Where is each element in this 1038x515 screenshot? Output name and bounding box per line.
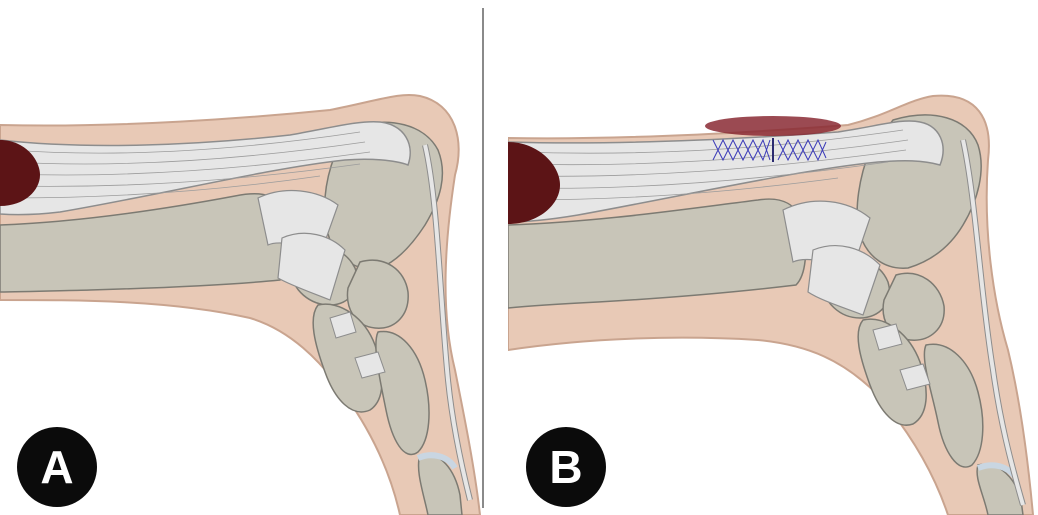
panel-label-a: A: [17, 427, 97, 507]
panel-label-b: B: [526, 427, 606, 507]
hematoma-b: [705, 116, 841, 136]
panel-divider: [482, 8, 484, 508]
